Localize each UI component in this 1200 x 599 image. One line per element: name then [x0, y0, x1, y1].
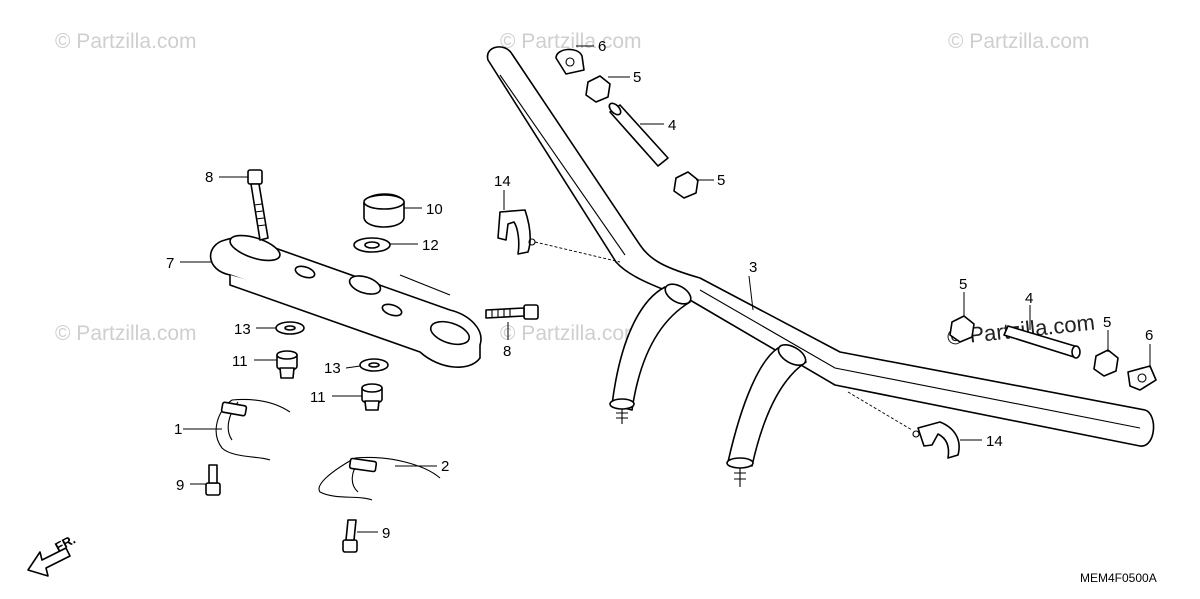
callout-1: 1 [174, 421, 182, 438]
clip-14-right [912, 421, 960, 459]
top-bridge-part [209, 234, 482, 368]
watermark-middle-left: © Partzilla.com [55, 322, 197, 345]
cushion-11-left [276, 350, 298, 379]
washer-13-left [275, 321, 305, 335]
callout-13-right: 13 [324, 360, 341, 377]
nut-5-right-a [949, 315, 975, 343]
bolt-8-vertical [247, 169, 269, 241]
washer-13-right [359, 358, 389, 372]
leader-clip-14-left [534, 241, 621, 263]
clip-14-left [497, 209, 536, 255]
front-direction-arrow-icon [27, 547, 71, 577]
holder-6-right [1127, 365, 1157, 391]
callout-4-right: 4 [1025, 290, 1033, 307]
callout-4-upper: 4 [668, 117, 676, 134]
callout-9-right: 9 [382, 525, 390, 542]
watermark-middle-center: © Partzilla.com [500, 322, 642, 345]
callout-5-right-a: 5 [959, 276, 967, 293]
callout-9-left: 9 [176, 477, 184, 494]
bolt-9-left [205, 464, 221, 496]
callout-14-right: 14 [986, 433, 1003, 450]
weight-4-right [1003, 325, 1081, 359]
callout-5-upper-a: 5 [633, 69, 641, 86]
callout-7: 7 [166, 255, 174, 272]
callout-10: 10 [426, 201, 443, 218]
holder-6-upper [555, 48, 585, 75]
diagram-code: MEM4F0500A [1080, 571, 1157, 585]
callout-6-upper: 6 [598, 38, 606, 55]
callout-5-upper-b: 5 [717, 172, 725, 189]
callout-2: 2 [441, 458, 449, 475]
front-direction-label: FR. [52, 532, 78, 555]
nut-5-right-b [1093, 349, 1119, 377]
callout-11-left: 11 [232, 353, 248, 370]
bolt-9-right [342, 519, 358, 553]
callout-11-right: 11 [310, 389, 326, 406]
nut-5-upper-b [673, 171, 699, 199]
watermark-top-center: © Partzilla.com [500, 30, 642, 53]
handlebar-part [486, 46, 1155, 487]
leader-clip-14-right [847, 391, 913, 431]
nut-10 [363, 193, 405, 228]
leader-3 [748, 275, 754, 311]
clamp-2 [318, 456, 441, 501]
callout-8-right: 8 [503, 343, 511, 360]
watermark-top-right: © Partzilla.com [948, 30, 1090, 53]
washer-12 [353, 237, 391, 253]
callout-3: 3 [749, 259, 757, 276]
nut-5-upper-a [585, 75, 611, 103]
callout-13-left: 13 [234, 321, 251, 338]
callout-5-right-b: 5 [1103, 314, 1111, 331]
weight-4-upper [608, 102, 669, 167]
clamp-1 [215, 398, 291, 461]
leader-13b [345, 365, 361, 369]
cushion-11-right [361, 383, 383, 411]
callout-6-right: 6 [1145, 327, 1153, 344]
bolt-8-horizontal [485, 304, 539, 320]
watermark-top-left: © Partzilla.com [55, 30, 197, 53]
callout-8-upper: 8 [205, 169, 213, 186]
callout-14-left: 14 [494, 173, 511, 190]
callout-12: 12 [422, 237, 439, 254]
